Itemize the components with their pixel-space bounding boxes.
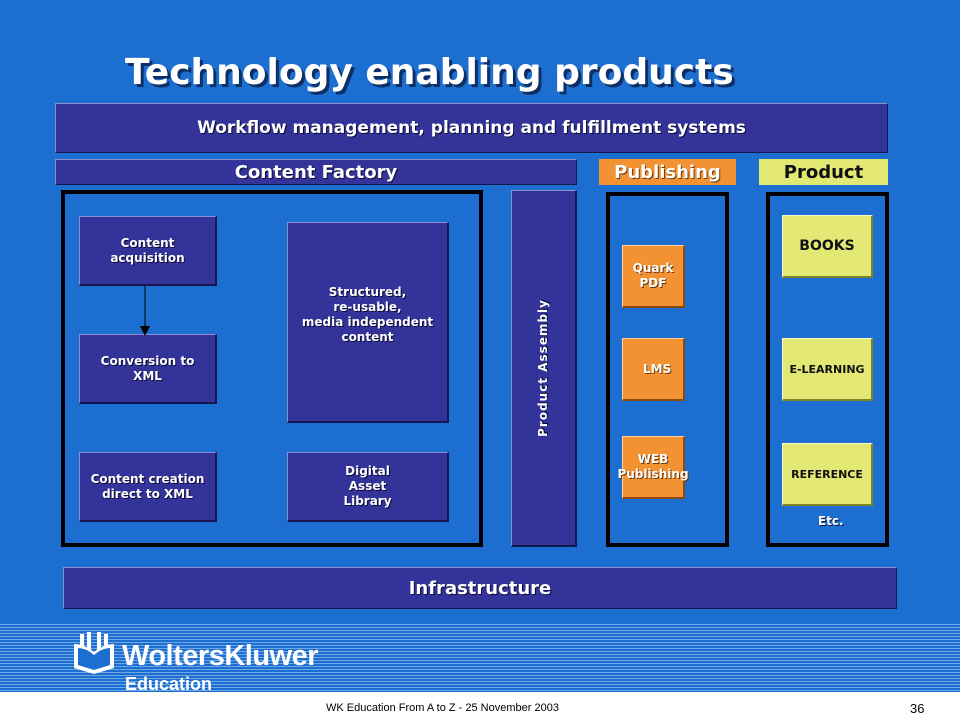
page-number: 36 — [910, 701, 925, 716]
footer-caption: WK Education From A to Z - 25 November 2… — [326, 702, 559, 714]
content-factory-header: Content Factory — [55, 159, 577, 185]
product-item-reference: REFERENCE — [782, 443, 873, 506]
publishing-item-quark-pdf: Quark PDF — [622, 245, 685, 308]
product-etc-label: Etc. — [818, 514, 844, 528]
product-item-e-learning: E-LEARNING — [782, 338, 873, 401]
division-label: Education — [125, 674, 213, 694]
footer-strip — [0, 692, 960, 720]
publishing-header: Publishing — [599, 159, 736, 185]
product-frame — [766, 192, 889, 547]
product-item-books: BOOKS — [782, 215, 873, 278]
publishing-item-web-publishing: WEB Publishing — [617, 436, 689, 499]
publishing-frame — [606, 192, 729, 547]
conversion-to-xml-box: Conversion to XML — [79, 334, 217, 404]
product-assembly-column: Product Assembly — [511, 190, 577, 547]
structured-content-box: Structured, re-usable, media independent… — [287, 222, 449, 423]
publishing-item-lms: LMS — [622, 338, 685, 401]
wolters-kluwer-book-logo-icon — [74, 632, 114, 674]
arrow-acquisition-to-conversion — [140, 286, 150, 336]
content-acquisition-box: Content acquisition — [79, 216, 217, 286]
product-assembly-label: Product Assembly — [536, 299, 550, 437]
wolters-kluwer-logo-text: WoltersKluwer — [122, 640, 319, 672]
content-factory-frame — [61, 190, 483, 547]
content-creation-box: Content creation direct to XML — [79, 452, 217, 522]
decorative-stripes — [0, 622, 960, 692]
workflow-bar: Workflow management, planning and fulfil… — [55, 103, 888, 153]
product-header: Product — [759, 159, 888, 185]
slide-title: Technology enabling products — [125, 52, 734, 93]
infrastructure-bar: Infrastructure — [63, 567, 897, 609]
digital-asset-library-box: Digital Asset Library — [287, 452, 449, 522]
